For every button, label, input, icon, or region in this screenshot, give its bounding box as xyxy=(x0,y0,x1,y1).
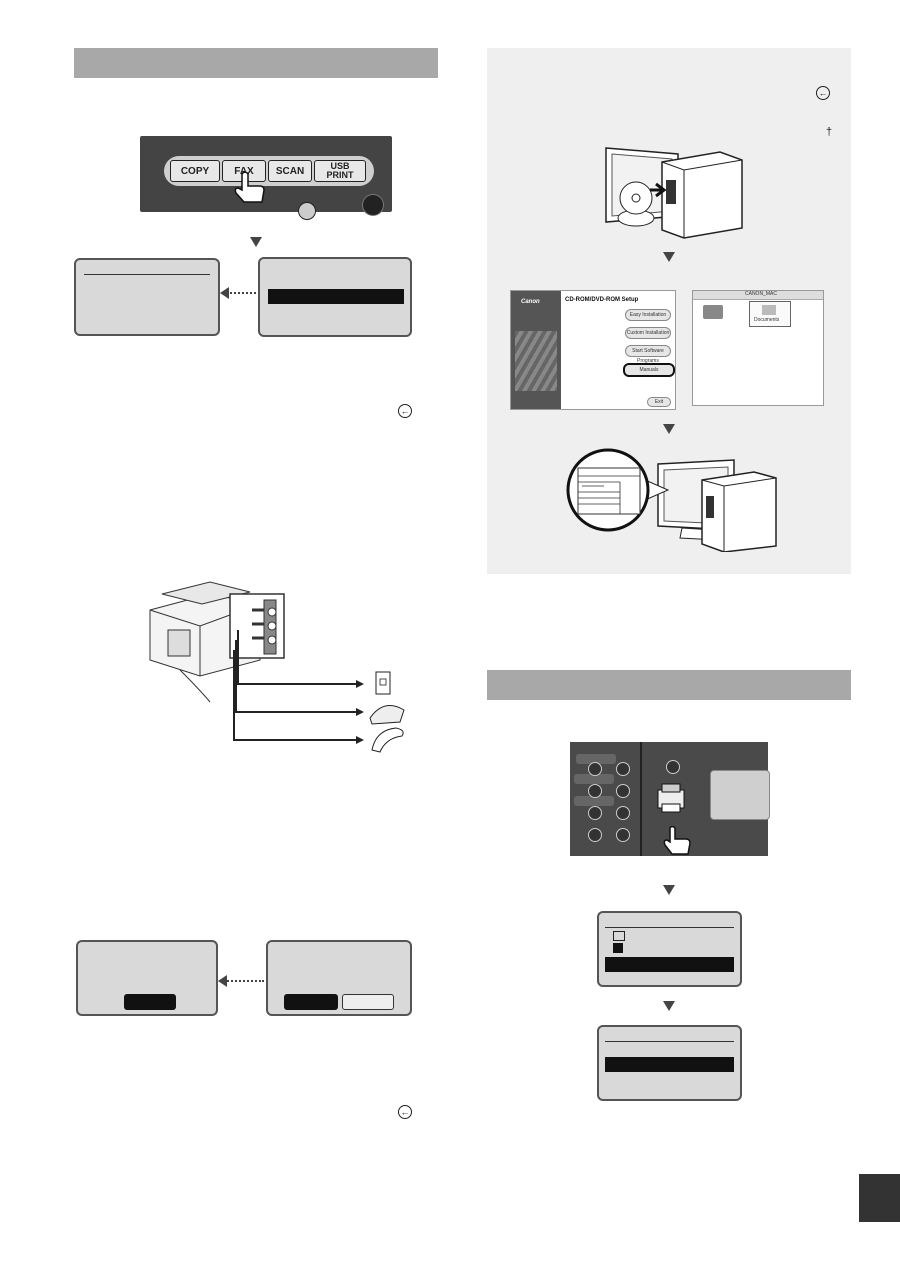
copy-button[interactable]: COPY xyxy=(170,160,220,182)
lcd-screen-left xyxy=(74,258,220,336)
lcd-selected-button xyxy=(284,994,338,1010)
function-button[interactable] xyxy=(616,806,630,820)
control-panel-image: COPY FAX SCAN USB PRINT xyxy=(140,136,392,220)
lcd-selected-button xyxy=(124,994,176,1010)
manuals-button[interactable]: Manuals xyxy=(623,363,675,377)
one-touch-button[interactable] xyxy=(588,828,602,842)
lcd-unselected-button xyxy=(342,994,394,1010)
setup-title: CD-ROM/DVD-ROM Setup xyxy=(565,297,639,303)
scan-button[interactable]: SCAN xyxy=(268,160,312,182)
down-arrow-icon xyxy=(250,237,262,247)
back-arrow-icon: ← xyxy=(398,404,412,418)
setup-sidebar-image: Canon xyxy=(511,291,561,409)
left-arrow-icon xyxy=(218,975,227,987)
footnote-mark: † xyxy=(826,126,833,138)
control-panel-closeup xyxy=(570,742,770,856)
easy-installation-button[interactable]: Easy Installation xyxy=(625,309,671,321)
canon-logo: Canon xyxy=(521,299,540,305)
down-arrow-icon xyxy=(663,885,675,895)
custom-installation-button[interactable]: Custom Installation xyxy=(625,327,671,339)
lcd-display-frame xyxy=(710,770,770,820)
cd-setup-window: Canon CD-ROM/DVD-ROM Setup Easy Installa… xyxy=(510,290,676,410)
lcd-highlight-row xyxy=(605,1057,734,1072)
page-index-tab xyxy=(859,1174,900,1222)
lcd-status-screen xyxy=(597,911,742,987)
section-header-bar xyxy=(74,48,438,78)
left-arrow-icon xyxy=(220,287,229,299)
phone-line-connection-illustration xyxy=(149,581,405,753)
disk-icon[interactable] xyxy=(703,305,723,319)
mac-window-title: CANON_MAC xyxy=(745,291,777,297)
dotted-arrow xyxy=(222,292,256,294)
folder-icon xyxy=(762,305,776,315)
lcd-highlight-row xyxy=(605,957,734,972)
one-touch-button[interactable] xyxy=(588,762,602,776)
paper-icon xyxy=(613,931,625,941)
dotted-arrow xyxy=(224,980,264,982)
toner-icon xyxy=(613,943,623,953)
mac-finder-window: CANON_MAC Documents xyxy=(692,290,824,406)
function-button[interactable] xyxy=(616,784,630,798)
lcd-menu-screen xyxy=(597,1025,742,1101)
lcd-confirm-right xyxy=(266,940,412,1016)
insert-cd-illustration xyxy=(605,147,743,239)
scan-button-label: SCAN xyxy=(275,165,305,177)
finger-press-icon xyxy=(234,171,265,203)
lcd-confirm-left xyxy=(76,940,218,1016)
exit-button[interactable]: Exit xyxy=(647,397,671,407)
back-arrow-icon: ← xyxy=(398,1105,412,1119)
copy-button-label: COPY xyxy=(180,165,210,177)
usb-print-button-label: USB PRINT xyxy=(326,161,354,180)
one-touch-button[interactable] xyxy=(588,806,602,820)
down-arrow-icon xyxy=(663,1001,675,1011)
folder-label: Documents xyxy=(754,317,780,323)
function-button[interactable] xyxy=(616,828,630,842)
panel-button[interactable] xyxy=(666,760,680,774)
lcd-screen-right xyxy=(258,257,412,337)
down-arrow-icon xyxy=(663,424,675,434)
printer-status-icon xyxy=(657,783,685,813)
down-arrow-icon xyxy=(663,252,675,262)
open-manual-illustration xyxy=(566,448,777,552)
documents-folder[interactable]: Documents xyxy=(749,301,791,327)
section-header-bar-2 xyxy=(487,670,851,700)
function-button[interactable] xyxy=(616,762,630,776)
usb-print-button[interactable]: USB PRINT xyxy=(314,160,366,182)
dial-knob xyxy=(298,202,316,220)
finger-press-icon xyxy=(663,826,691,855)
start-software-programs-button[interactable]: Start Software Programs xyxy=(625,345,671,364)
lcd-highlight-row xyxy=(268,289,404,304)
start-button[interactable] xyxy=(362,194,384,216)
fax-button-label: FAX xyxy=(234,165,254,177)
back-arrow-icon: ← xyxy=(816,86,830,100)
one-touch-button[interactable] xyxy=(588,784,602,798)
